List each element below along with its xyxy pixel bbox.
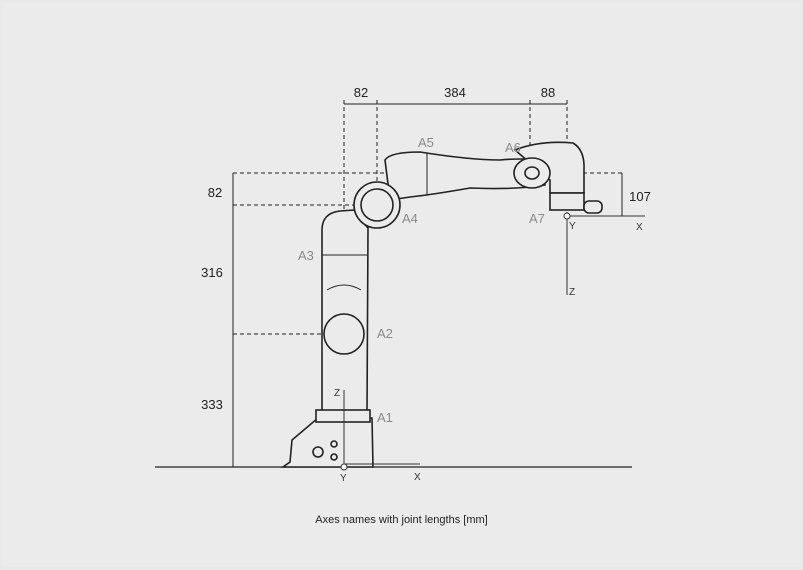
base-z-label: Z (334, 388, 340, 399)
flange-y-label: Y (569, 221, 576, 232)
base-y-label: Y (340, 473, 347, 484)
flange-x-label: X (636, 222, 643, 233)
dim-right-107: 107 (629, 189, 651, 204)
diagram-panel (3, 3, 800, 567)
axis-label-a1: A1 (377, 410, 393, 425)
dim-left-82: 82 (208, 185, 222, 200)
dim-left-316: 316 (201, 265, 223, 280)
robot-arm (280, 141, 603, 468)
section-lines (322, 153, 428, 291)
axis-label-a3: A3 (298, 248, 314, 263)
dim-left-333: 333 (201, 397, 223, 412)
dimension-lines (155, 103, 632, 468)
base-x-label: X (414, 472, 421, 483)
dim-top-82: 82 (354, 85, 368, 100)
axis-label-a5: A5 (418, 135, 434, 150)
dim-top-384: 384 (444, 85, 466, 100)
figure-caption: Axes names with joint lengths [mm] (315, 514, 488, 526)
axis-label-a7: A7 (529, 211, 545, 226)
flange-z-label: Z (569, 287, 575, 298)
axis-label-a2: A2 (377, 326, 393, 341)
axis-label-a4: A4 (402, 211, 418, 226)
dim-top-88: 88 (541, 85, 555, 100)
axis-label-a6: A6 (505, 140, 521, 155)
coordinate-frames (340, 212, 645, 471)
